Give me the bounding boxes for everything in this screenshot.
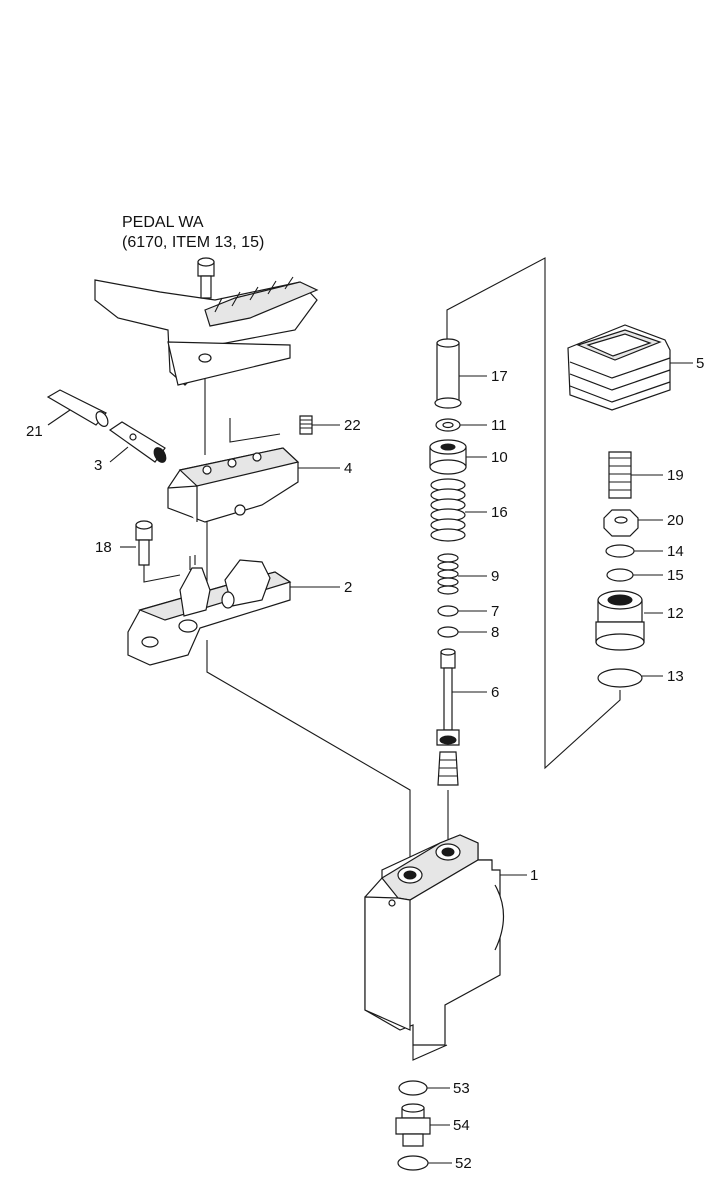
callout-22: 22 <box>312 417 361 434</box>
svg-text:20: 20 <box>667 512 684 529</box>
svg-text:12: 12 <box>667 605 684 622</box>
spool-6[interactable] <box>436 648 460 786</box>
svg-text:1: 1 <box>530 867 538 884</box>
pedal-assembly[interactable] <box>94 276 319 386</box>
svg-text:22: 22 <box>344 417 361 434</box>
connection-line-valve-to-seals <box>412 1044 448 1061</box>
callout-2: 2 <box>290 579 352 596</box>
callout-5: 5 <box>670 355 704 372</box>
svg-text:18: 18 <box>95 539 112 556</box>
connection-line-base-to-valve <box>206 640 411 878</box>
ring-15[interactable] <box>606 568 634 582</box>
nut-20[interactable] <box>603 509 639 537</box>
ring-14[interactable] <box>605 544 635 558</box>
svg-text:11: 11 <box>491 417 507 434</box>
callout-54: 54 <box>430 1117 470 1134</box>
holder-4[interactable] <box>167 418 300 523</box>
callout-13: 13 <box>642 668 684 685</box>
stud-19[interactable] <box>608 451 632 499</box>
svg-text:5: 5 <box>696 355 704 372</box>
svg-text:53: 53 <box>453 1080 470 1097</box>
svg-text:19: 19 <box>667 467 684 484</box>
svg-text:17: 17 <box>491 368 508 385</box>
spring-16[interactable] <box>430 478 466 542</box>
svg-text:21: 21 <box>26 423 43 440</box>
callout-8: 8 <box>458 624 499 641</box>
callout-53: 53 <box>427 1080 470 1097</box>
svg-text:2: 2 <box>344 579 352 596</box>
callout-1: 1 <box>500 867 538 884</box>
pedal-assembly-title: PEDAL WA <box>122 214 204 231</box>
svg-text:3: 3 <box>94 457 102 474</box>
callout-14: 14 <box>634 543 684 560</box>
svg-text:15: 15 <box>667 567 684 584</box>
svg-text:52: 52 <box>455 1155 472 1172</box>
collar-10[interactable] <box>429 439 467 475</box>
svg-text:13: 13 <box>667 668 684 685</box>
callout-18: 18 <box>95 539 136 556</box>
callout-52: 52 <box>428 1155 472 1172</box>
callout-19: 19 <box>631 467 684 484</box>
svg-text:16: 16 <box>491 504 508 521</box>
svg-text:54: 54 <box>453 1117 470 1134</box>
callout-15: 15 <box>633 567 684 584</box>
sleeve-3[interactable] <box>108 421 168 464</box>
callout-11: 11 <box>460 417 507 434</box>
callout-4: 4 <box>298 460 352 477</box>
callout-9: 9 <box>458 568 499 585</box>
pedal-assembly-reference: (6170, ITEM 13, 15) <box>122 234 264 251</box>
callout-21: 21 <box>26 409 71 440</box>
callout-12: 12 <box>644 605 684 622</box>
o-ring-13[interactable] <box>597 668 643 688</box>
svg-text:7: 7 <box>491 603 499 620</box>
callout-7: 7 <box>458 603 499 620</box>
o-ring-52[interactable] <box>397 1155 429 1171</box>
plug-12[interactable] <box>595 590 645 651</box>
plunger-17[interactable] <box>434 338 462 409</box>
svg-text:14: 14 <box>667 543 684 560</box>
svg-text:8: 8 <box>491 624 499 641</box>
washer-11-hole <box>442 421 454 429</box>
ring-7[interactable] <box>437 605 459 617</box>
svg-text:6: 6 <box>491 684 499 701</box>
svg-text:10: 10 <box>491 449 508 466</box>
valve-body-1[interactable] <box>364 834 504 1046</box>
spring-9[interactable] <box>437 553 459 595</box>
callout-17: 17 <box>459 368 508 385</box>
o-ring-53[interactable] <box>398 1080 428 1096</box>
bolt-18[interactable] <box>135 520 181 583</box>
callout-3: 3 <box>94 446 129 474</box>
boot-5[interactable] <box>567 324 671 411</box>
pin-21[interactable] <box>46 389 110 428</box>
pedal-pin-bolt[interactable] <box>197 257 215 299</box>
callout-10: 10 <box>466 449 508 466</box>
callout-16: 16 <box>465 504 508 521</box>
connection-line-plunger-to-boot <box>446 257 621 770</box>
svg-text:4: 4 <box>344 460 352 477</box>
svg-text:9: 9 <box>491 568 499 585</box>
base-plate-2[interactable] <box>127 555 292 666</box>
set-screw-22[interactable] <box>299 415 313 435</box>
fitting-54[interactable] <box>395 1103 431 1147</box>
ring-8[interactable] <box>437 626 459 638</box>
callout-6: 6 <box>452 684 499 701</box>
callout-20: 20 <box>638 512 684 529</box>
